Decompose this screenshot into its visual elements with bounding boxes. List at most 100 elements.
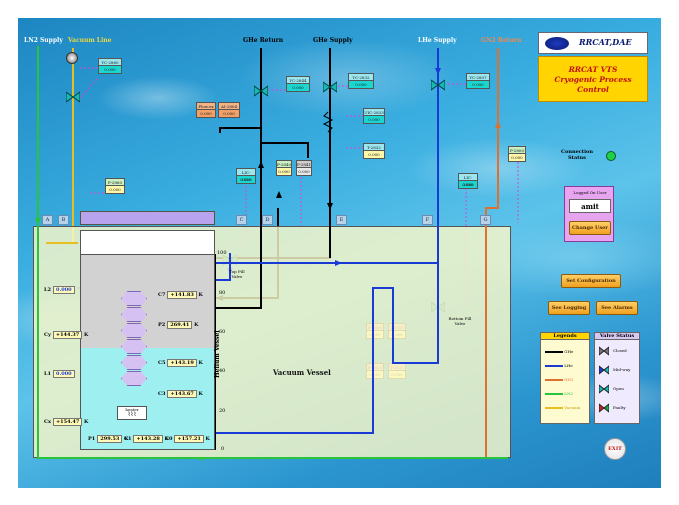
level-60: 60	[219, 329, 226, 335]
ghe-return-valve-icon[interactable]	[254, 84, 268, 98]
heater-label: heater	[125, 407, 139, 412]
see-logging-button[interactable]: See Logging	[548, 301, 590, 315]
valve-open-label: Open	[613, 386, 624, 391]
heater-box[interactable]: heater⌇⌇⌇	[117, 406, 147, 420]
legends-title: Legends	[541, 333, 589, 340]
ln2-valve-icon[interactable]	[66, 90, 80, 104]
column-e: E	[336, 215, 347, 225]
helium-vessel-flange	[80, 211, 215, 225]
level-80: 80	[219, 290, 226, 296]
logo-panel: RRCAT,DAE	[538, 32, 648, 54]
hx-plate-1	[121, 291, 147, 306]
reading-c5: C5+143.19 K	[158, 359, 203, 367]
logged-on-user-title: Logged On User	[573, 190, 607, 195]
level-100: 100	[217, 250, 227, 256]
bottom-fill-valve-label: Bottom Fill Valve	[448, 316, 472, 326]
column-a: A	[42, 215, 53, 225]
legends-panel: Legends GHe LHe GN2 LN2 Vacuum	[540, 332, 590, 424]
valve-faulty-icon	[599, 403, 609, 413]
valve-closed-label: Closed	[613, 348, 627, 353]
hx-plate-2	[121, 307, 147, 322]
reading-cx: Cx+154.47 K	[44, 418, 89, 426]
title-line-3: Control	[577, 85, 609, 94]
column-d: D	[262, 215, 273, 225]
vacuum-line-label: Vacuum Line	[68, 37, 112, 44]
level-0: 0	[221, 446, 225, 452]
column-g: G	[480, 215, 491, 225]
level-scale-axis	[215, 254, 216, 450]
helium-vessel-neck	[80, 230, 215, 254]
connection-status-indicator	[606, 151, 616, 161]
hx-plate-4	[121, 339, 147, 354]
helium-vessel: heater⌇⌇⌇	[80, 254, 215, 450]
legend-ghe: GHe	[545, 349, 573, 354]
hx-plate-3	[121, 323, 147, 338]
valve-status-panel: Valve Status Closed Mid-way Open Faulty	[594, 332, 640, 424]
valve-faulty-label: Faulty	[613, 405, 626, 410]
top-fill-valve-label: Top Fill Valve	[229, 269, 245, 279]
ln2-supply-label: LN2 Supply	[24, 37, 63, 44]
valve-midway-icon	[599, 365, 609, 375]
level-20: 20	[219, 408, 226, 414]
valve-midway-label: Mid-way	[613, 367, 631, 372]
lhe-supply-valve-icon[interactable]	[431, 78, 445, 92]
vacuum-vessel-label: Vacuum Vessel	[273, 368, 331, 377]
vacuum-pump-icon[interactable]	[66, 52, 78, 64]
tag-lic2820[interactable]: LIC-28200.000	[236, 168, 256, 184]
legend-lhe: LHe	[545, 363, 573, 368]
legend-vacuum: Vacuum	[545, 405, 580, 410]
legend-gn2: GN2	[545, 377, 574, 382]
ghe-supply-label: GHe Supply	[313, 37, 353, 44]
reading-c0: C0+157.21 K	[165, 435, 210, 443]
tag-lic2830[interactable]: LIC-28300.000	[458, 173, 478, 189]
column-c: C	[236, 215, 247, 225]
change-user-button[interactable]: Change User	[569, 221, 611, 235]
logo-text: RRCAT,DAE	[579, 37, 632, 47]
valve-status-title: Valve Status	[595, 333, 639, 340]
login-panel: Logged On User amit Change User	[564, 186, 614, 242]
reading-c3: C3+143.67 K	[158, 390, 203, 398]
reading-c7: C7+141.83 K	[158, 291, 203, 299]
scada-screen: LN2 Supply Vacuum Line GHe Return GHe Su…	[18, 18, 661, 488]
ghe-supply-valve-icon[interactable]	[323, 80, 337, 94]
set-configuration-button[interactable]: Set Configuration	[561, 274, 621, 288]
exit-button[interactable]: EXIT	[604, 438, 626, 460]
title-line-1: RRCAT VTS	[568, 65, 618, 74]
column-b: B	[58, 215, 69, 225]
ghe-return-label: GHe Return	[243, 37, 284, 44]
see-alarms-button[interactable]: See Alarms	[596, 301, 638, 315]
rrcat-logo-icon	[545, 37, 569, 50]
heater-coil-icon: ⌇⌇⌇	[127, 411, 137, 418]
legend-ln2: LN2	[545, 391, 573, 396]
column-f: F	[422, 215, 433, 225]
gn2-return-label: GN2 Return	[481, 37, 522, 44]
valve-open-icon	[599, 384, 609, 394]
title-panel: RRCAT VTS Cryogenic Process Control	[538, 56, 648, 102]
hx-plate-5	[121, 355, 147, 370]
level-40: 40	[219, 368, 226, 374]
title-line-2: Cryogenic Process	[554, 75, 632, 84]
lhe-supply-label: LHe Supply	[418, 37, 457, 44]
reading-c1: C1+143.28 K	[124, 435, 169, 443]
reading-cy: Cy+144.37 K	[44, 331, 89, 339]
helium-vessel-label: Helium Vessel	[214, 330, 221, 378]
logged-on-user-name: amit	[569, 199, 611, 213]
valve-closed-icon	[599, 346, 609, 356]
